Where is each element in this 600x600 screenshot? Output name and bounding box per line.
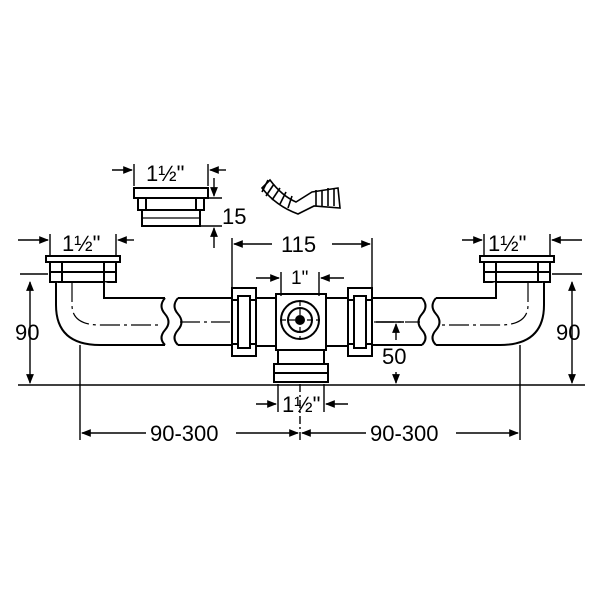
dim-height-right: 90	[556, 320, 580, 345]
top-adapter	[133, 187, 209, 227]
dim-adapter-height: 15	[222, 204, 246, 229]
dim-outlet-top-right: 1½"	[488, 231, 526, 256]
dim-adapter-top: 1½"	[146, 161, 184, 186]
corrugated-hose	[260, 178, 341, 215]
dim-tee-height: 50	[382, 344, 406, 369]
dim-bottom-outlet: 1½"	[282, 392, 320, 417]
dim-tee-inlet: 1"	[291, 268, 308, 289]
dim-outlet-top-left: 1½"	[62, 231, 100, 256]
center-tee	[231, 287, 373, 383]
dim-height-left: 90	[15, 320, 39, 345]
right-elbow-pipe	[431, 255, 555, 346]
dimension-lines	[18, 164, 582, 440]
dim-span-right: 90-300	[370, 421, 439, 446]
left-straight-pipe	[173, 297, 233, 346]
left-elbow-pipe	[45, 255, 170, 346]
dim-span-left: 90-300	[150, 421, 219, 446]
dim-tee-width: 115	[281, 232, 316, 257]
